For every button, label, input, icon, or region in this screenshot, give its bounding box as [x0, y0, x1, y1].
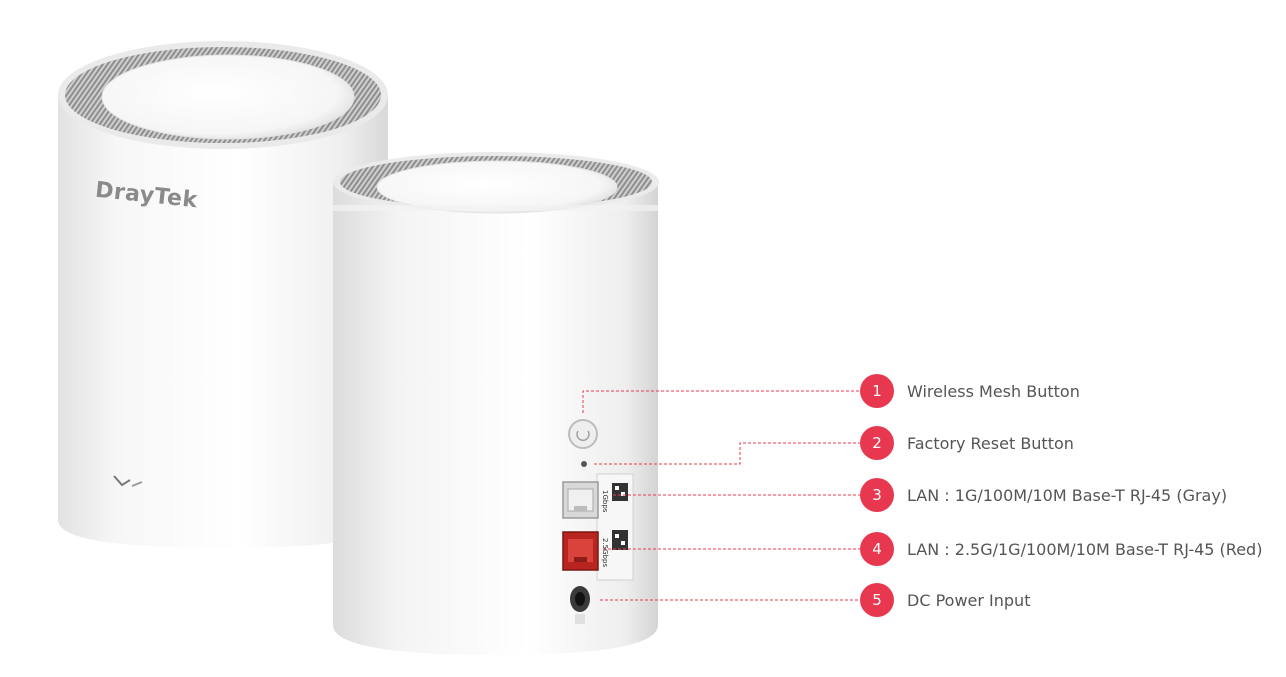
callout-gray-lan-port: 3 LAN : 1G/100M/10M Base-T RJ-45 (Gray) — [860, 477, 1227, 513]
svg-text:1Gbps: 1Gbps — [601, 490, 609, 513]
factory-reset-hole — [581, 461, 587, 467]
callout-number-badge: 4 — [860, 532, 894, 566]
leader-line-1 — [582, 390, 860, 413]
callout-dc-power-input: 5 DC Power Input — [860, 582, 1030, 618]
callout-number-badge: 3 — [860, 478, 894, 512]
callout-label: Factory Reset Button — [907, 433, 1074, 453]
leader-line-2 — [594, 442, 860, 465]
wireless-mesh-button — [568, 419, 598, 449]
back-mesh-unit — [58, 41, 388, 548]
dc-power-port — [570, 586, 590, 624]
callout-label: Wireless Mesh Button — [907, 381, 1080, 401]
callout-red-lan-port: 4 LAN : 2.5G/1G/100M/10M Base-T RJ-45 (R… — [860, 531, 1262, 567]
callout-number-badge: 1 — [860, 374, 894, 408]
red-lan-port: 2.5Gbps — [562, 531, 609, 571]
callout-label: DC Power Input — [907, 590, 1031, 610]
callout-number-badge: 5 — [860, 583, 894, 617]
gray-lan-port: 1Gbps — [562, 481, 609, 519]
callout-label: LAN : 1G/100M/10M Base-T RJ-45 (Gray) — [907, 485, 1228, 505]
front-mesh-unit: 1Gbps 2.5Gbps — [333, 152, 659, 655]
callout-wireless-mesh-button: 1 Wireless Mesh Button — [860, 373, 1080, 409]
callout-number-badge: 2 — [860, 426, 894, 460]
leader-lines — [582, 390, 860, 601]
svg-text:2.5Gbps: 2.5Gbps — [601, 538, 609, 567]
callout-label: LAN : 2.5G/1G/100M/10M Base-T RJ-45 (Red… — [907, 539, 1263, 559]
callout-factory-reset-button: 2 Factory Reset Button — [860, 425, 1074, 461]
